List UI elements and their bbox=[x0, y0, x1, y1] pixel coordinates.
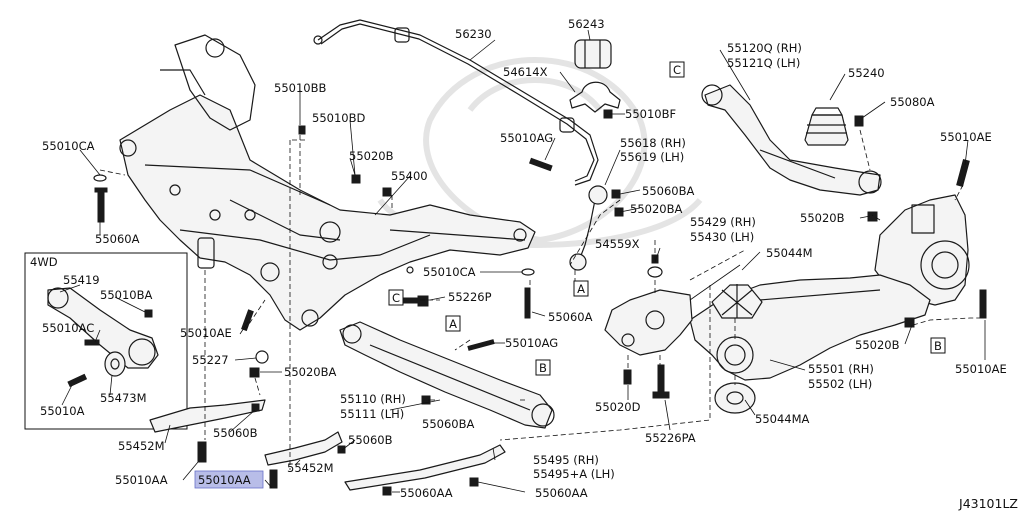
highlight-box bbox=[194, 470, 264, 489]
bushing-55473m bbox=[104, 351, 126, 377]
label-55473m: 55473M bbox=[100, 391, 147, 405]
protector-55452m-left bbox=[149, 399, 266, 433]
label-55080a: 55080A bbox=[890, 95, 935, 109]
label-55060b-left: 55060B bbox=[213, 426, 258, 440]
ref-box-a-top: A bbox=[573, 280, 589, 297]
label-55010a: 55010A bbox=[40, 404, 85, 418]
stabilizer-clamp-54614x bbox=[569, 81, 621, 113]
ref-box-b-right: B bbox=[930, 337, 946, 354]
inset-title-4wd: 4WD bbox=[30, 255, 58, 269]
label-55010aa-highlighted: 55010AA bbox=[198, 473, 251, 487]
label-55010ca-mid: 55010CA bbox=[423, 265, 476, 279]
label-55419: 55419 bbox=[63, 273, 100, 287]
label-55060ba-mid: 55060BA bbox=[422, 417, 474, 431]
label-55010bd: 55010BD bbox=[312, 111, 365, 125]
stabilizer-bushing-56243 bbox=[574, 39, 612, 69]
label-55010ca-left: 55010CA bbox=[42, 139, 95, 153]
label-55010bf: 55010BF bbox=[625, 107, 676, 121]
label-55400: 55400 bbox=[391, 169, 428, 183]
label-55110: 55110 (RH) bbox=[340, 392, 406, 406]
label-55010ae-right: 55010AE bbox=[940, 130, 992, 144]
label-55121q: 55121Q (LH) bbox=[727, 56, 800, 70]
label-55010bb: 55010BB bbox=[274, 81, 326, 95]
label-55010ag-mid: 55010AG bbox=[505, 336, 558, 350]
upper-link-55120q bbox=[701, 84, 882, 196]
label-55060aa-right: 55060AA bbox=[535, 486, 588, 500]
spring-seat-55044ma bbox=[714, 382, 756, 414]
label-55226pa: 55226PA bbox=[645, 431, 696, 445]
ref-label-c-mid: C bbox=[392, 291, 400, 305]
label-55010aa-left: 55010AA bbox=[115, 473, 168, 487]
assembly-lines bbox=[99, 129, 980, 470]
label-55452m-left: 55452M bbox=[118, 439, 165, 453]
label-55010ae-mid: 55010AE bbox=[180, 326, 232, 340]
label-55060b-mid: 55060B bbox=[348, 433, 393, 447]
rear-suspension-bracket-55429 bbox=[604, 289, 693, 356]
rod-55495 bbox=[344, 444, 506, 491]
label-55618: 55618 (RH) bbox=[620, 136, 686, 150]
label-55240: 55240 bbox=[848, 66, 885, 80]
bound-stopper-55240 bbox=[804, 107, 849, 146]
label-55020b-lower: 55020B bbox=[855, 338, 900, 352]
label-55020b-right: 55020B bbox=[800, 211, 845, 225]
label-55111: 55111 (LH) bbox=[340, 407, 404, 421]
label-55010ae-lower: 55010AE bbox=[955, 362, 1007, 376]
ref-label-b-right: B bbox=[934, 339, 942, 353]
label-56230: 56230 bbox=[455, 27, 492, 41]
label-55227: 55227 bbox=[192, 353, 229, 367]
label-55020ba-top: 55020BA bbox=[630, 202, 682, 216]
protector-55452m-mid bbox=[264, 431, 343, 466]
label-55502: 55502 (LH) bbox=[808, 377, 872, 391]
label-55430: 55430 (LH) bbox=[690, 230, 754, 244]
label-55010ag-top: 55010AG bbox=[500, 131, 553, 145]
label-55452m-mid: 55452M bbox=[287, 461, 334, 475]
label-55010ac: 55010AC bbox=[42, 321, 94, 335]
ref-box-c-top: C bbox=[669, 61, 685, 78]
diff-mount-member-55419 bbox=[47, 287, 159, 369]
label-55020d: 55020D bbox=[595, 400, 641, 414]
label-55501: 55501 (RH) bbox=[808, 362, 874, 376]
subframe-55400 bbox=[119, 34, 536, 331]
ref-label-c-top: C bbox=[673, 63, 681, 77]
fasteners bbox=[67, 109, 987, 496]
label-55495: 55495 (RH) bbox=[533, 453, 599, 467]
ref-label-b-mid: B bbox=[539, 361, 547, 375]
diagram-id: J43101LZ bbox=[958, 496, 1018, 511]
leader-lines bbox=[59, 29, 986, 493]
spring-seat-55044m bbox=[711, 284, 763, 319]
label-55060ba-top: 55060BA bbox=[642, 184, 694, 198]
label-55120q: 55120Q (RH) bbox=[727, 41, 802, 55]
label-55226p: 55226P bbox=[448, 290, 492, 304]
ref-label-a-mid: A bbox=[449, 317, 457, 331]
label-55060a-left: 55060A bbox=[95, 232, 140, 246]
label-55060aa-left: 55060AA bbox=[400, 486, 453, 500]
stabilizer-bar-56230 bbox=[313, 19, 599, 186]
label-55060a-mid: 55060A bbox=[548, 310, 593, 324]
label-55044m: 55044M bbox=[766, 246, 813, 260]
part-labels: 56230 56243 54614X 55010BF 55010AG 55618… bbox=[30, 17, 1018, 511]
label-55020b-mid: 55020B bbox=[349, 149, 394, 163]
label-55020ba-mid: 55020BA bbox=[284, 365, 336, 379]
label-54614x: 54614X bbox=[503, 65, 548, 79]
label-55495a: 55495+A (LH) bbox=[533, 467, 615, 481]
ref-label-a-top: A bbox=[577, 282, 585, 296]
lower-link-55110 bbox=[339, 321, 555, 429]
ref-box-c-mid: C bbox=[388, 289, 404, 306]
ref-box-b-mid: B bbox=[535, 359, 551, 376]
label-54559x: 54559X bbox=[595, 237, 640, 251]
label-55619: 55619 (LH) bbox=[620, 150, 684, 164]
label-55429: 55429 (RH) bbox=[690, 215, 756, 229]
label-55044ma: 55044MA bbox=[755, 412, 810, 426]
ref-box-a-mid: A bbox=[445, 315, 461, 332]
label-55010ba-inset: 55010BA bbox=[100, 288, 152, 302]
label-56243: 56243 bbox=[568, 17, 605, 31]
